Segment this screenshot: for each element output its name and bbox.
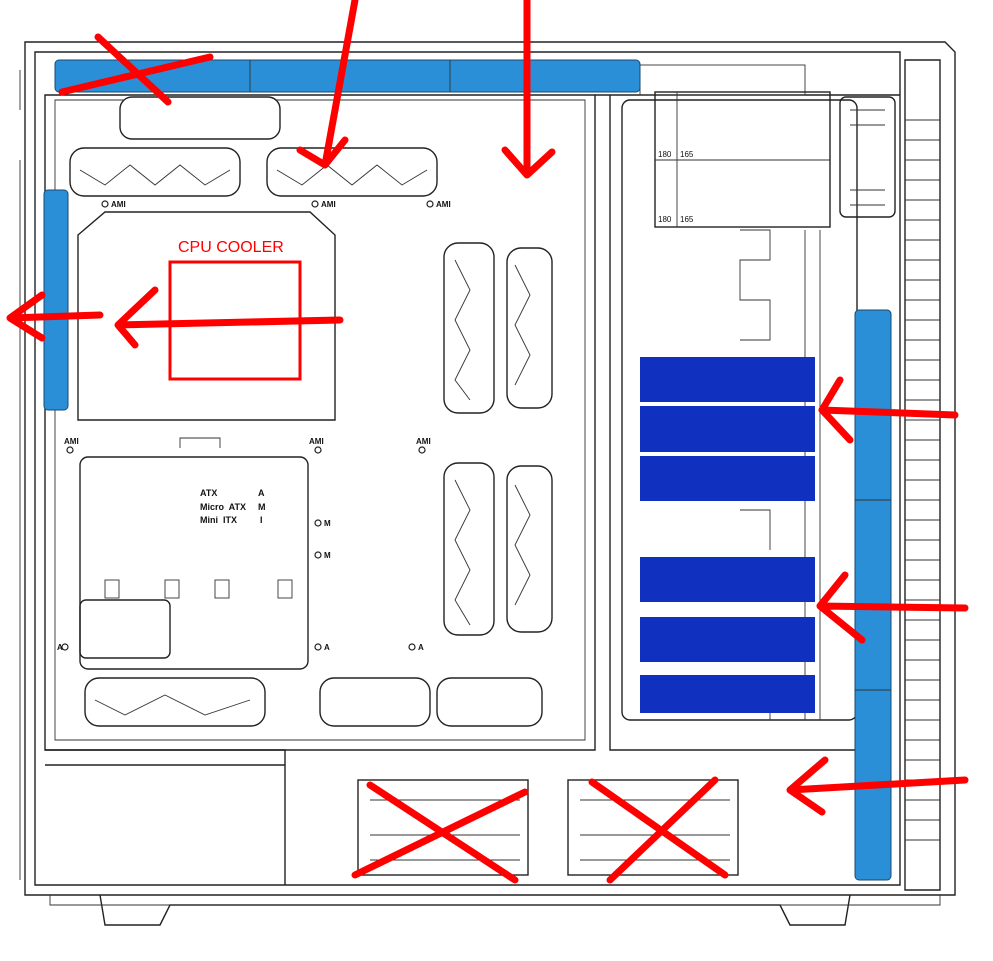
mount-labels: AMI AMI AMI AMI AMI AMI M M A A A (57, 200, 451, 652)
arrow-left (816, 571, 969, 644)
a-label: A (418, 643, 424, 652)
hdd-cage (357, 779, 529, 876)
annotations: CPU COOLER (6, 0, 969, 884)
x-mark (58, 33, 214, 106)
storage-block (640, 456, 815, 501)
form-factor-code: M (258, 502, 266, 512)
fans (43, 59, 892, 881)
rear-fan (43, 189, 69, 411)
a-label: A (324, 643, 330, 652)
x-mark (588, 776, 729, 884)
form-factor-table: ATX A Micro ATX M Mini ITX I (200, 488, 266, 525)
mount-holes (61, 200, 434, 651)
ami-label: AMI (321, 200, 336, 209)
form-factor-name: Mini ITX (200, 515, 237, 525)
front-fan-rail (854, 309, 892, 881)
dimension-label: 165 (680, 150, 694, 159)
arrow-left (818, 376, 959, 444)
arrow-left (114, 286, 344, 349)
ami-label: AMI (309, 437, 324, 446)
storage-block (640, 675, 815, 713)
m-label: M (324, 551, 331, 560)
m-label: M (324, 519, 331, 528)
form-factor-name: ATX (200, 488, 217, 498)
rear-cutout (79, 456, 309, 670)
motherboard-tray (44, 94, 596, 751)
arrow-down (501, 0, 556, 179)
arrow-down (296, 0, 359, 169)
ami-label: AMI (436, 200, 451, 209)
ami-label: AMI (111, 200, 126, 209)
storage-blocks (640, 357, 815, 713)
case-outline (19, 41, 956, 926)
storage-block (640, 557, 815, 602)
arrow-left (786, 756, 969, 816)
ami-label: AMI (416, 437, 431, 446)
storage-block (640, 357, 815, 402)
form-factor-code: A (258, 488, 265, 498)
psu-shroud (45, 749, 739, 885)
form-factor-name: Micro ATX (200, 502, 246, 512)
dimension-label: 165 (680, 215, 694, 224)
storage-block (640, 617, 815, 662)
x-mark (351, 781, 529, 884)
a-label: A (57, 643, 63, 652)
arrow-left (6, 291, 104, 342)
form-factor-code: I (260, 515, 263, 525)
cable-clip (79, 599, 171, 659)
cable-grommets (69, 96, 553, 727)
ami-label: AMI (64, 437, 79, 446)
dimension-label: 180 (658, 215, 672, 224)
storage-block (640, 406, 815, 452)
drive-bay-area: 180 165 180 165 (595, 59, 941, 891)
cpu-cooler-label: CPU COOLER (178, 239, 284, 256)
cpu-cutout (77, 211, 336, 421)
hdd-cage (567, 779, 739, 876)
dimension-label: 180 (658, 150, 672, 159)
